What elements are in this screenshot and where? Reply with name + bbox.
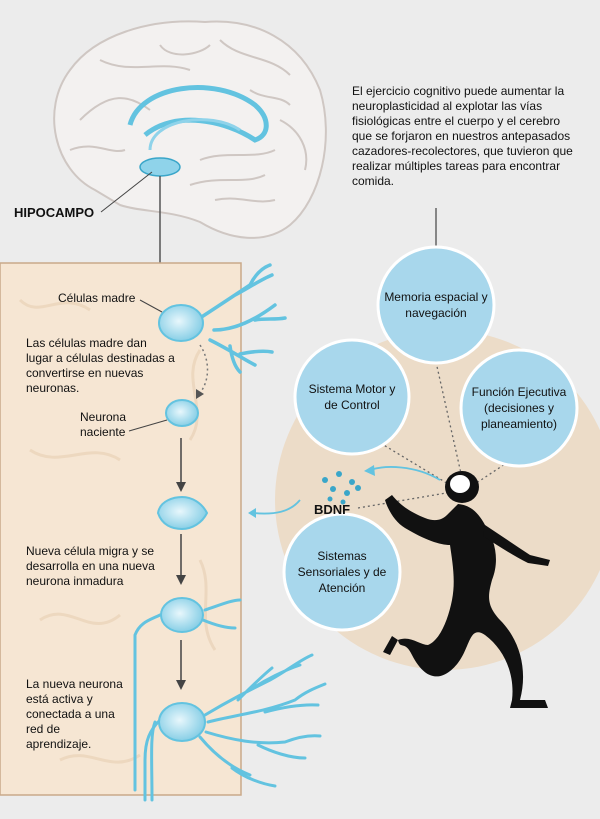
active-neuron-dendrites [143, 653, 327, 802]
active-neuron-label: La nueva neurona está activa y conectada… [26, 677, 123, 751]
hippocampus-label: HIPOCAMPO [14, 205, 95, 220]
circle-sensory [282, 512, 402, 632]
brain-illustration [53, 20, 327, 239]
bdnf-arrow-head [248, 508, 256, 518]
head-to-bdnf-arrow [369, 466, 441, 481]
arrow-stem-to-nascent [199, 344, 209, 394]
immature-neuron [160, 597, 204, 633]
hippocampus-pointer [100, 171, 153, 213]
motor-label: Sistema Motor y de Control [308, 382, 396, 412]
brain-fornix-inner [148, 118, 241, 151]
arrow-head-2 [176, 482, 186, 492]
memory-label: Memoria espacial y navegación [384, 290, 488, 320]
executive-label: Función Ejecutiva (decisiones y planeami… [471, 385, 567, 431]
immature-neuron-processes [133, 598, 242, 792]
runner-silhouette [383, 471, 550, 708]
circle-memory [376, 245, 496, 365]
function-connectors [357, 361, 509, 509]
stem-cells-description: Las células madre dan lugar a células de… [26, 336, 175, 395]
bdnf-to-panel-arrow [252, 499, 301, 515]
panel-texture [18, 298, 217, 764]
hippocampus-highlight [139, 157, 181, 177]
stem-cells-label: Células madre [58, 291, 136, 305]
intro-text: El ejercicio cognitivo puede aumentar la… [352, 84, 573, 188]
arrow-head-4 [176, 680, 186, 690]
head-bdnf-arrow-head [364, 465, 375, 476]
nascent-neuron [165, 399, 199, 427]
stem-cell-pointer [139, 299, 163, 313]
nascent-neuron-label: Neurona naciente [80, 410, 127, 439]
circle-executive [459, 348, 579, 468]
nascent-pointer [128, 419, 168, 432]
arrow-head-1 [196, 389, 204, 399]
stem-cell [158, 304, 204, 342]
sensory-label: Sistemas Sensoriales y de Atención [297, 549, 387, 595]
bdnf-label: BDNF [314, 502, 351, 517]
stem-cell-neuron [198, 263, 287, 374]
bdnf-molecules [322, 471, 361, 505]
neurogenesis-panel [0, 262, 242, 796]
arrow-head-3 [176, 575, 186, 585]
migration-label: Nueva célula migra y se desarrolla en un… [26, 544, 155, 588]
active-neuron [158, 702, 206, 742]
circle-motor [293, 338, 411, 456]
migrating-cell [156, 495, 209, 531]
